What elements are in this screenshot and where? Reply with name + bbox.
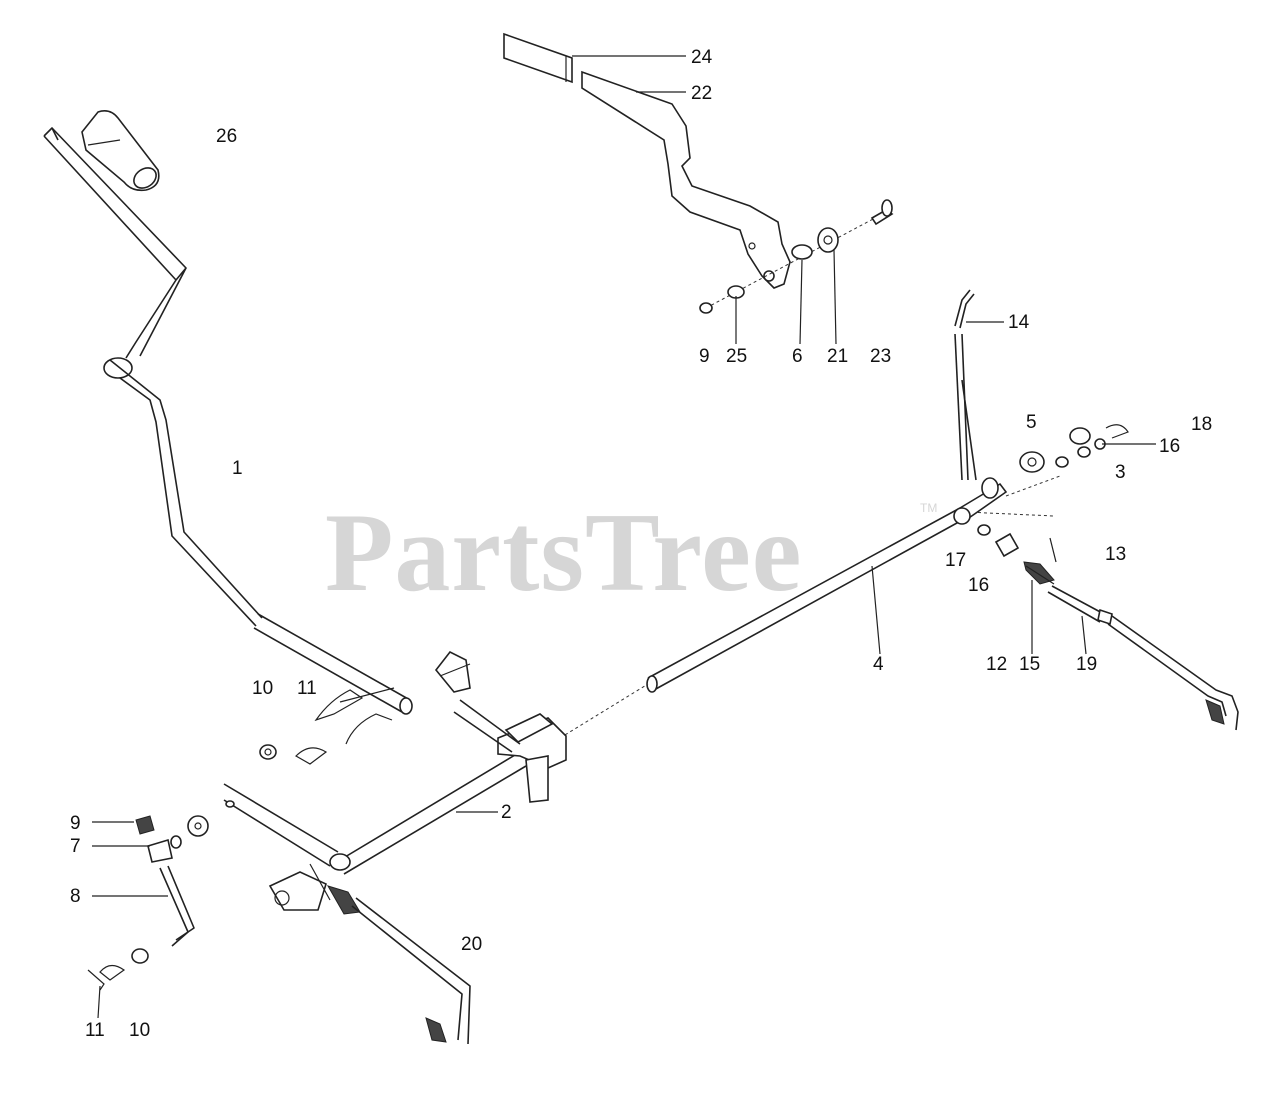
label-21: 21 <box>827 346 848 367</box>
label-20: 20 <box>461 934 482 955</box>
label-26: 26 <box>216 126 237 147</box>
part-left-linkage <box>87 815 209 991</box>
label-22: 22 <box>691 83 712 104</box>
part-labels: 24 22 26 9 25 6 21 23 14 5 18 16 3 1 17 … <box>70 47 1212 1041</box>
watermark-text: PartsTree <box>325 491 803 615</box>
label-10-bottom: 10 <box>129 1020 150 1041</box>
part-right-bracket <box>953 424 1129 563</box>
leader-lines <box>92 55 1156 1019</box>
label-10-top: 10 <box>252 678 273 699</box>
part-pedal-hardware <box>699 199 894 314</box>
watermark-trademark: TM <box>920 501 937 515</box>
part-grip-handle <box>81 110 160 192</box>
label-4: 4 <box>873 654 884 675</box>
label-12: 12 <box>986 654 1007 675</box>
label-16-mid: 16 <box>968 575 989 596</box>
label-7: 7 <box>70 836 81 857</box>
label-17: 17 <box>945 550 966 571</box>
label-11-bottom: 11 <box>85 1020 105 1041</box>
label-23: 23 <box>870 346 891 367</box>
label-11-top: 11 <box>297 678 317 699</box>
label-18: 18 <box>1191 414 1212 435</box>
part-pedal <box>503 32 791 289</box>
label-2: 2 <box>501 802 512 823</box>
part-clips <box>259 687 395 765</box>
label-5: 5 <box>1026 412 1037 433</box>
label-9-top: 9 <box>699 346 710 367</box>
label-13: 13 <box>1105 544 1126 565</box>
label-9-left: 9 <box>70 813 81 834</box>
label-8: 8 <box>70 886 81 907</box>
label-24: 24 <box>691 47 713 68</box>
label-15: 15 <box>1019 654 1040 675</box>
label-19: 19 <box>1076 654 1097 675</box>
part-shaft-4 <box>559 507 1055 739</box>
label-25: 25 <box>726 346 747 367</box>
label-14: 14 <box>1008 312 1030 333</box>
label-3: 3 <box>1115 462 1126 483</box>
part-cable-20 <box>268 863 471 1045</box>
part-rod-14 <box>954 289 977 481</box>
label-6: 6 <box>792 346 803 367</box>
part-lift-lever <box>43 127 413 715</box>
label-16-right: 16 <box>1159 436 1180 457</box>
part-cross-shaft <box>223 650 567 875</box>
label-1: 1 <box>232 458 243 479</box>
watermark: PartsTree TM <box>325 491 937 615</box>
part-cable-19 <box>1023 561 1239 731</box>
